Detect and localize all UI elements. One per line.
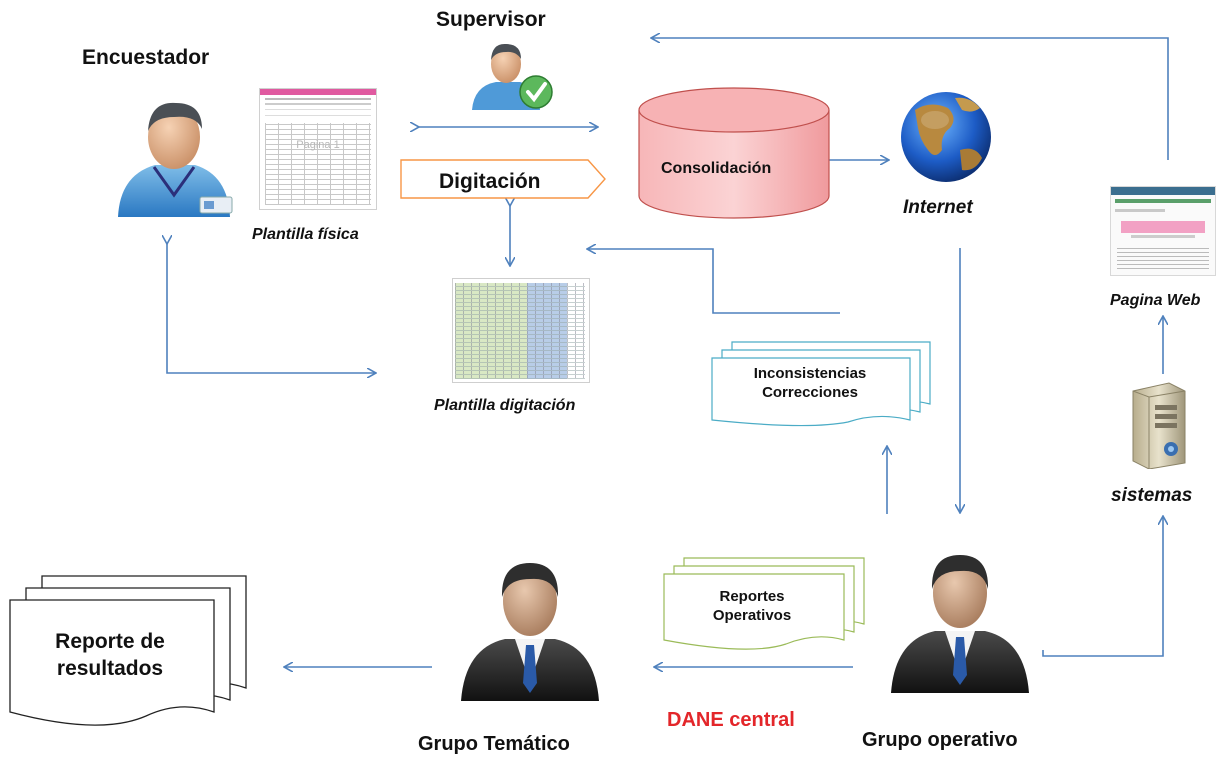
consolidacion-cylinder <box>638 87 830 219</box>
plantilla-fisica-label: Plantilla física <box>252 226 359 243</box>
reporte-line1: Reporte de <box>55 630 165 653</box>
encuestador-label: Encuestador <box>82 46 210 69</box>
grupo-tematico-label: Grupo Temático <box>418 733 570 755</box>
operativos-line2: Operativos <box>712 606 792 624</box>
inconsistencias-label: Inconsistencias Correcciones <box>712 365 908 403</box>
supervisor-label: Supervisor <box>436 8 546 31</box>
arrow-web-supervisor <box>652 38 1169 160</box>
grupo-operativo-person-icon <box>891 555 1029 693</box>
plantilla-digitacion-label: Plantilla digitación <box>434 397 576 414</box>
reporte-resultados-document-stack <box>9 575 247 726</box>
supervisor-person-icon <box>472 43 553 110</box>
plantilla-fisica-watermark: Pagina 1 <box>296 139 340 151</box>
encuestador-person-icon <box>118 102 233 217</box>
digitacion-label: Digitación <box>439 170 541 193</box>
digitacion-box <box>400 159 606 199</box>
consolidacion-label: Consolidación <box>661 160 772 177</box>
resultados-line2: resultados <box>56 657 164 681</box>
arrow-encuestador-plantilla <box>167 243 375 373</box>
pagina-web-screenshot <box>1110 186 1216 276</box>
reportes-operativos-document-stack <box>663 557 865 650</box>
sistemas-label: sistemas <box>1111 485 1193 506</box>
server-icon <box>1132 382 1186 469</box>
reportes-line1: Reportes <box>719 588 785 605</box>
internet-label: Internet <box>903 197 973 218</box>
plantilla-fisica-form: Pagina 1 <box>259 88 377 210</box>
plantilla-digitacion-spreadsheet <box>452 278 590 383</box>
correcciones-line2: Correcciones <box>762 383 858 401</box>
globe-icon <box>901 92 991 182</box>
pagina-web-label: Pagina Web <box>1110 292 1201 309</box>
inconsistencias-line1: Inconsistencias <box>753 365 867 382</box>
dane-central-label: DANE central <box>667 709 795 731</box>
reportes-operativos-label: Reportes Operativos <box>664 588 840 626</box>
arrow-operativo-sistemas <box>1042 517 1163 657</box>
grupo-operativo-label: Grupo operativo <box>862 729 1018 751</box>
reporte-resultados-label: Reporte de resultados <box>12 628 208 683</box>
arrow-correcciones-digitacion <box>588 249 840 314</box>
grupo-tematico-person-icon <box>461 563 599 701</box>
inconsistencias-document-stack <box>711 341 931 427</box>
